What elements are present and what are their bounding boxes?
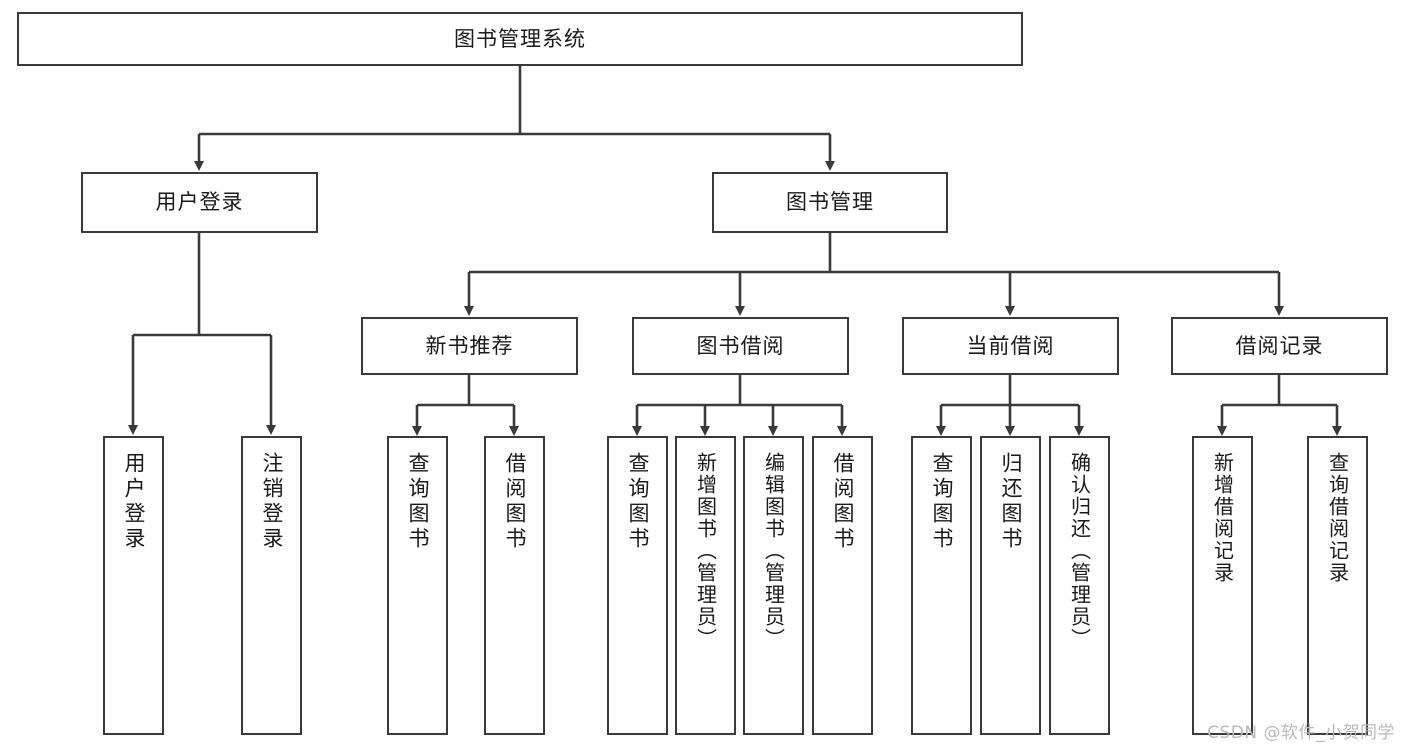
leaf-records-query-record[interactable]: 查询借阅记录 — [1307, 436, 1368, 735]
node-label: 注销登录 — [260, 452, 284, 552]
node-book-borrow[interactable]: 图书借阅 — [632, 317, 849, 375]
leaf-user-login-login[interactable]: 用户登录 — [103, 436, 164, 735]
node-label: 借阅图书 — [831, 452, 855, 552]
node-current-borrow[interactable]: 当前借阅 — [902, 317, 1119, 375]
node-label: 图书管理 — [786, 190, 874, 215]
leaf-recommend-query-book[interactable]: 查询图书 — [387, 436, 448, 735]
leaf-borrow-add-book-admin[interactable]: 新增图书（管理员） — [675, 436, 736, 735]
leaf-current-confirm-return-admin[interactable]: 确认归还（管理员） — [1049, 436, 1110, 735]
leaf-recommend-borrow-book[interactable]: 借阅图书 — [484, 436, 545, 735]
node-label: 确认归还（管理员） — [1067, 452, 1092, 650]
node-label: 新增借阅记录 — [1210, 452, 1235, 584]
node-user-login[interactable]: 用户登录 — [81, 172, 318, 233]
node-root-system[interactable]: 图书管理系统 — [17, 12, 1023, 66]
node-label: 当前借阅 — [966, 333, 1055, 358]
node-borrow-records[interactable]: 借阅记录 — [1171, 317, 1388, 375]
node-label: 图书管理系统 — [454, 26, 586, 51]
node-label: 查询借阅记录 — [1325, 452, 1350, 584]
node-label: 借阅记录 — [1235, 333, 1324, 358]
node-label: 用户登录 — [122, 452, 146, 552]
node-label: 用户登录 — [155, 190, 244, 215]
leaf-borrow-query-book[interactable]: 查询图书 — [607, 436, 668, 735]
leaf-user-login-logout[interactable]: 注销登录 — [241, 436, 302, 735]
node-label: 查询图书 — [930, 452, 954, 552]
node-label: 编辑图书（管理员） — [761, 452, 786, 650]
leaf-borrow-borrow-book[interactable]: 借阅图书 — [812, 436, 873, 735]
leaf-borrow-edit-book-admin[interactable]: 编辑图书（管理员） — [743, 436, 804, 735]
node-new-book-recommend[interactable]: 新书推荐 — [361, 317, 578, 375]
node-label: 新增图书（管理员） — [693, 452, 718, 650]
node-book-management[interactable]: 图书管理 — [712, 172, 948, 233]
leaf-current-query-book[interactable]: 查询图书 — [911, 436, 972, 735]
node-label: 查询图书 — [626, 452, 650, 552]
node-label: 归还图书 — [999, 452, 1023, 552]
leaf-current-return-book[interactable]: 归还图书 — [980, 436, 1041, 735]
node-label: 图书借阅 — [696, 333, 785, 358]
node-label: 查询图书 — [406, 452, 430, 552]
node-label: 新书推荐 — [425, 333, 514, 358]
node-label: 借阅图书 — [503, 452, 527, 552]
leaf-records-add-record[interactable]: 新增借阅记录 — [1192, 436, 1253, 735]
watermark-text: CSDN @软件_小贺同学 — [1207, 723, 1395, 743]
